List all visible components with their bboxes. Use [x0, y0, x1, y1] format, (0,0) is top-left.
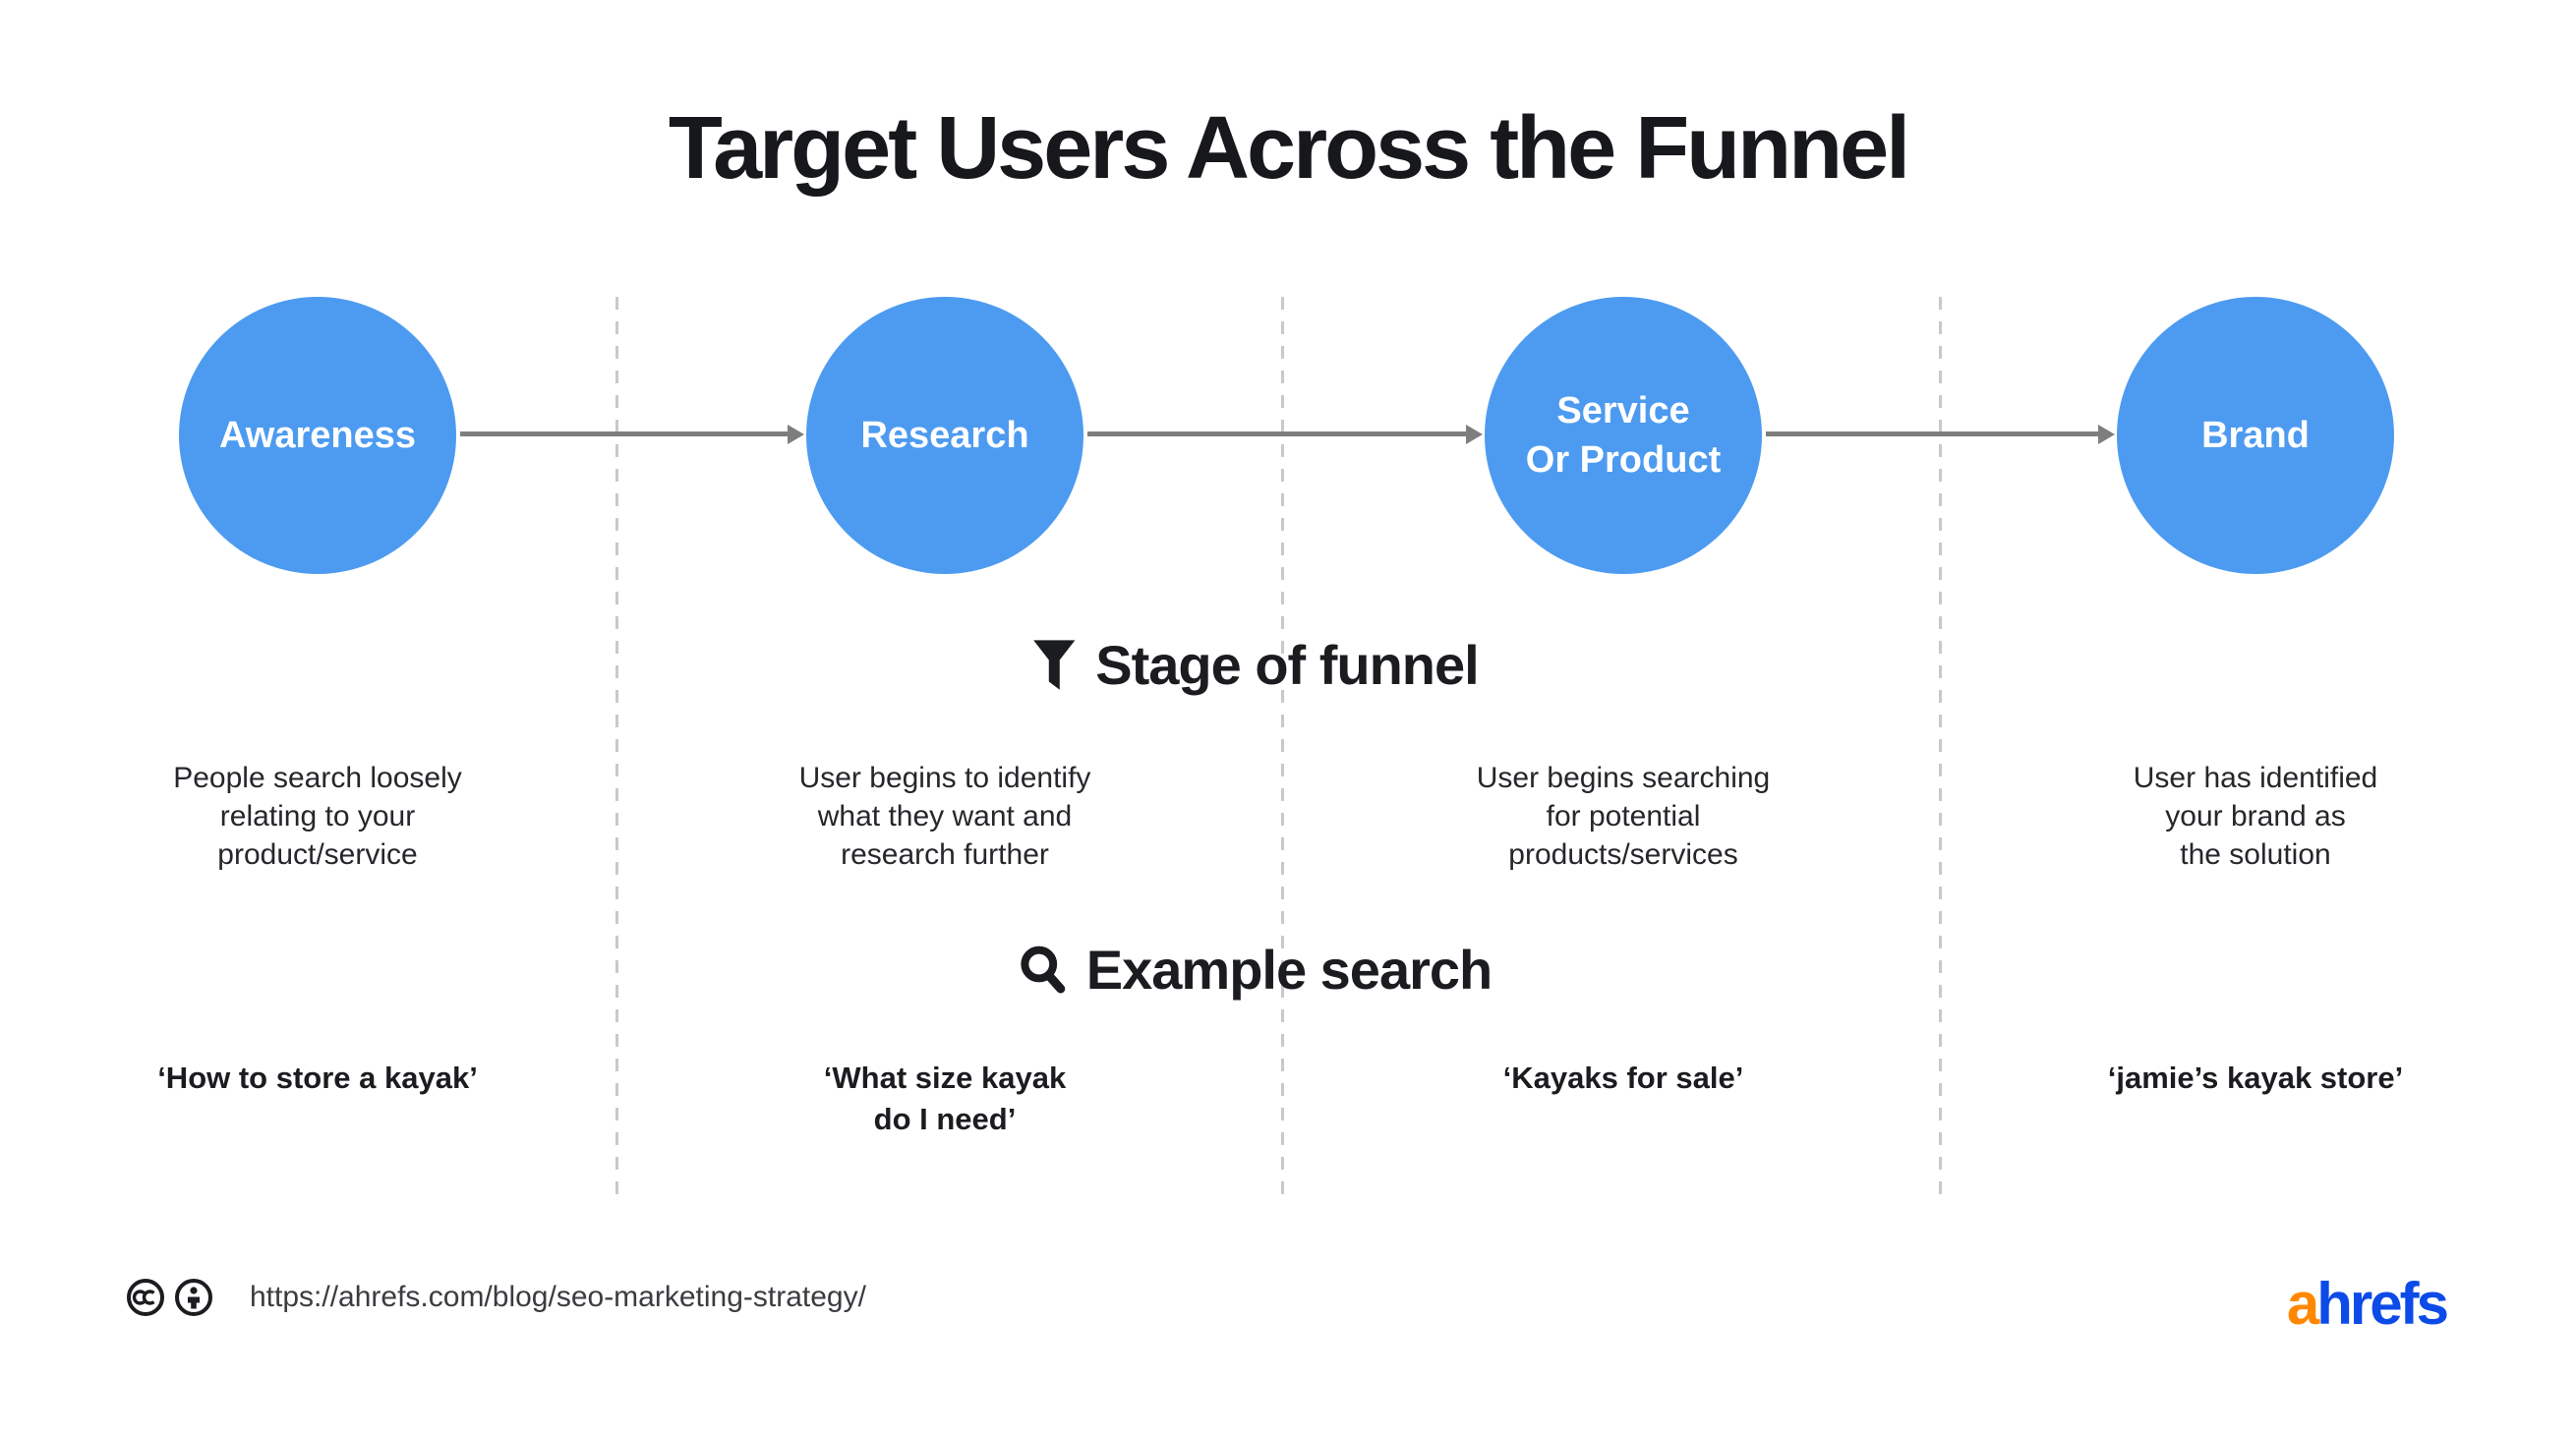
example-search-heading: Example search	[1020, 938, 1493, 1002]
example-search-text: ‘jamie’s kayak store’	[2107, 1061, 2404, 1095]
column-divider	[1939, 297, 1942, 1199]
arrow-line	[1766, 431, 2101, 436]
example-search-text: ‘What size kayak do I need’	[823, 1061, 1067, 1136]
ahrefs-logo: ahrefs	[2286, 1270, 2449, 1338]
arrow-head-icon	[788, 425, 804, 444]
flow-arrow	[1766, 422, 2115, 447]
diagram-title: Target Users Across the Funnel	[668, 99, 1910, 198]
arrow-line	[1087, 431, 1469, 436]
arrow-head-icon	[2098, 425, 2115, 444]
search-icon	[1020, 945, 1067, 996]
flow-arrow	[460, 422, 804, 447]
stage-circle-brand: Brand	[2117, 297, 2394, 574]
circle-label: Brand	[2201, 414, 2310, 456]
circle-label: Awareness	[219, 414, 416, 456]
column-divider	[1281, 297, 1284, 1199]
stage-circle-research: Research	[806, 297, 1083, 574]
stage-description: User begins searching for potential prod…	[1476, 762, 1771, 871]
column-divider	[615, 297, 618, 1199]
stage-heading-label: Stage of funnel	[1095, 634, 1479, 696]
circle-label: Research	[860, 414, 1029, 456]
arrow-line	[460, 431, 790, 436]
example-heading-label: Example search	[1085, 939, 1493, 1001]
stage-description: User has identified your brand as the so…	[2133, 762, 2378, 871]
attribution-icon	[174, 1278, 213, 1317]
funnel-icon	[1032, 639, 1076, 692]
stage-circle-awareness: Awareness	[179, 297, 456, 574]
attribution-footer: https://ahrefs.com/blog/seo-marketing-st…	[126, 1274, 866, 1321]
source-url: https://ahrefs.com/blog/seo-marketing-st…	[250, 1281, 866, 1313]
stage-of-funnel-heading: Stage of funnel	[1032, 633, 1480, 697]
example-search-text: ‘Kayaks for sale’	[1502, 1061, 1744, 1095]
logo-letter-a: a	[2286, 1271, 2319, 1337]
stage-description: People search loosely relating to your p…	[173, 762, 462, 871]
circle-label: Service Or Product	[1525, 389, 1722, 481]
stage-circle-service-or-product: Service Or Product	[1485, 297, 1762, 574]
flow-arrow	[1087, 422, 1483, 447]
example-search-text: ‘How to store a kayak’	[157, 1061, 478, 1095]
logo-letters-hrefs: hrefs	[2316, 1271, 2449, 1337]
arrow-head-icon	[1466, 425, 1483, 444]
stage-description: User begins to identify what they want a…	[798, 762, 1091, 871]
cc-icon	[126, 1278, 165, 1317]
